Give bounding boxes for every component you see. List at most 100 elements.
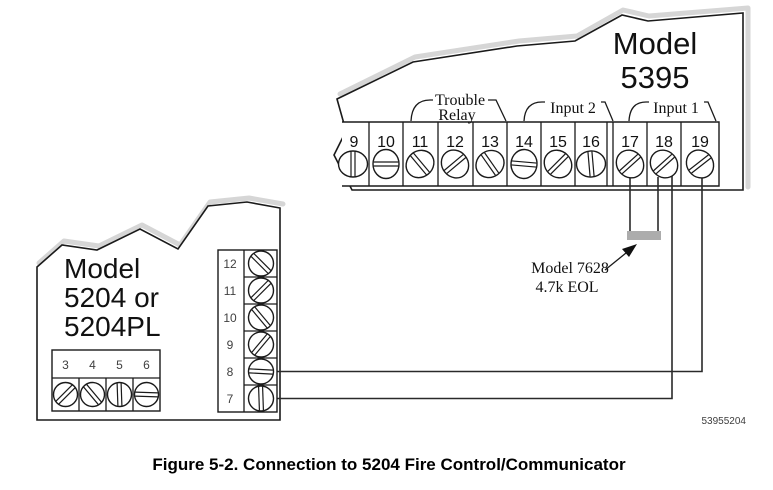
terminal-5204-10: 10 xyxy=(223,304,275,331)
eol-callout: Model 7628 4.7k EOL xyxy=(531,244,637,296)
panel-5395-title-line1: Model xyxy=(613,26,697,61)
panel-5204-title-line3: 5204PL xyxy=(64,311,161,342)
eol-label-line2: 4.7k EOL xyxy=(535,279,598,296)
bracket-left xyxy=(523,101,545,122)
terminal-5204-6: 6 xyxy=(133,358,160,408)
panel-5204-title-line2: 5204 or xyxy=(64,282,159,313)
screw-icon xyxy=(649,149,679,179)
bracket-left xyxy=(410,99,433,122)
screw-icon xyxy=(247,358,275,385)
screw-icon xyxy=(133,381,160,408)
screw-icon xyxy=(685,149,715,179)
terminal-5204-5: 5 xyxy=(106,358,133,408)
group-input-1: Input 1 xyxy=(628,100,717,122)
screw-icon xyxy=(615,149,645,179)
terminal-5204-4: 4 xyxy=(79,358,106,408)
screw-icon xyxy=(475,149,505,179)
screw-icon xyxy=(510,148,538,180)
screw-icon xyxy=(247,277,275,304)
screw-icon xyxy=(247,385,275,412)
wire-terminal19-to-5204-8 xyxy=(272,178,703,373)
terminal-strip-5395-dividers xyxy=(368,122,682,186)
screw-icon xyxy=(52,381,79,408)
svg-text:16: 16 xyxy=(582,134,600,151)
screw-icon xyxy=(247,331,275,358)
screw-icon xyxy=(405,149,435,179)
panel-5395-shadow xyxy=(337,5,751,190)
svg-text:9: 9 xyxy=(227,338,234,352)
group-label-relay: Relay xyxy=(438,107,475,124)
group-input-2: Input 2 xyxy=(523,100,614,122)
svg-text:9: 9 xyxy=(350,134,359,151)
svg-text:8: 8 xyxy=(227,365,234,379)
screw-icon xyxy=(79,381,106,408)
svg-text:10: 10 xyxy=(377,134,395,151)
arrowhead-icon xyxy=(622,244,637,257)
screw-icon xyxy=(575,150,607,178)
svg-text:13: 13 xyxy=(481,134,499,151)
eol-resistor xyxy=(627,231,661,240)
part-number: 53955204 xyxy=(702,416,747,427)
svg-text:11: 11 xyxy=(224,284,237,298)
callout-line xyxy=(604,252,627,271)
svg-text:10: 10 xyxy=(223,311,237,325)
wire-terminal18-to-5204-7 xyxy=(272,175,673,400)
screw-icon xyxy=(247,250,275,277)
terminal-5395-9: 9 xyxy=(337,134,369,178)
bracket-right xyxy=(601,101,614,122)
svg-text:4: 4 xyxy=(89,358,96,372)
screw-icon xyxy=(106,381,133,408)
terminal-5204-3: 3 xyxy=(52,358,79,408)
terminal-5395-14: 14 xyxy=(510,134,538,180)
screw-icon xyxy=(372,148,400,180)
terminal-5395-13: 13 xyxy=(475,134,505,179)
eol-label-line1: Model 7628 xyxy=(531,260,609,277)
terminal-5395-16: 16 xyxy=(575,134,607,178)
group-label-input2: Input 2 xyxy=(550,100,596,117)
terminal-5395-15: 15 xyxy=(543,134,573,179)
terminal-5204-7: 7 xyxy=(227,385,275,412)
terminal-5204-12: 12 xyxy=(223,250,275,277)
terminal-5395-10: 10 xyxy=(372,134,400,180)
panel-5395-title-line2: 5395 xyxy=(621,60,690,95)
svg-text:11: 11 xyxy=(412,134,429,151)
figure-caption: Figure 5-2. Connection to 5204 Fire Cont… xyxy=(152,455,626,474)
terminal-5395-19: 19 xyxy=(685,134,715,179)
group-label-input1: Input 1 xyxy=(653,100,699,117)
bracket-right xyxy=(704,101,717,122)
terminal-5395-12: 12 xyxy=(440,134,470,179)
wiring xyxy=(272,175,703,400)
group-trouble-relay: Trouble Relay xyxy=(410,92,507,124)
svg-text:19: 19 xyxy=(691,134,709,151)
screw-icon xyxy=(440,149,470,179)
panel-5204-shadow xyxy=(36,195,286,266)
terminal-5204-8: 8 xyxy=(227,358,275,385)
svg-text:7: 7 xyxy=(227,392,234,406)
screw-icon xyxy=(247,304,275,331)
bracket-right xyxy=(488,99,507,122)
svg-text:15: 15 xyxy=(549,134,567,151)
terminal-5395-18: 18 xyxy=(649,134,679,179)
bracket-left xyxy=(628,101,649,122)
terminal-5395-11: 11 xyxy=(405,134,435,179)
terminal-5395-17: 17 xyxy=(615,134,645,179)
svg-text:12: 12 xyxy=(446,134,464,151)
terminal-strip-5204-vertical: 12 11 10 9 8 xyxy=(217,249,278,413)
screw-icon xyxy=(543,149,573,179)
terminal-5204-11: 11 xyxy=(224,277,275,304)
panel-5204-title-line1: Model xyxy=(64,253,140,284)
svg-text:17: 17 xyxy=(621,134,639,151)
terminal-strip-5204-bottom: 3 4 5 6 xyxy=(51,349,161,412)
svg-text:14: 14 xyxy=(515,134,533,151)
terminals-5395: 9 10 11 12 13 xyxy=(337,134,715,180)
svg-text:12: 12 xyxy=(223,257,237,271)
svg-text:6: 6 xyxy=(143,358,150,372)
svg-text:18: 18 xyxy=(655,134,673,151)
terminal-5204-9: 9 xyxy=(227,331,275,358)
svg-text:5: 5 xyxy=(116,358,123,372)
group-label-trouble: Trouble xyxy=(435,92,485,109)
screw-icon xyxy=(337,150,369,178)
svg-text:3: 3 xyxy=(62,358,69,372)
